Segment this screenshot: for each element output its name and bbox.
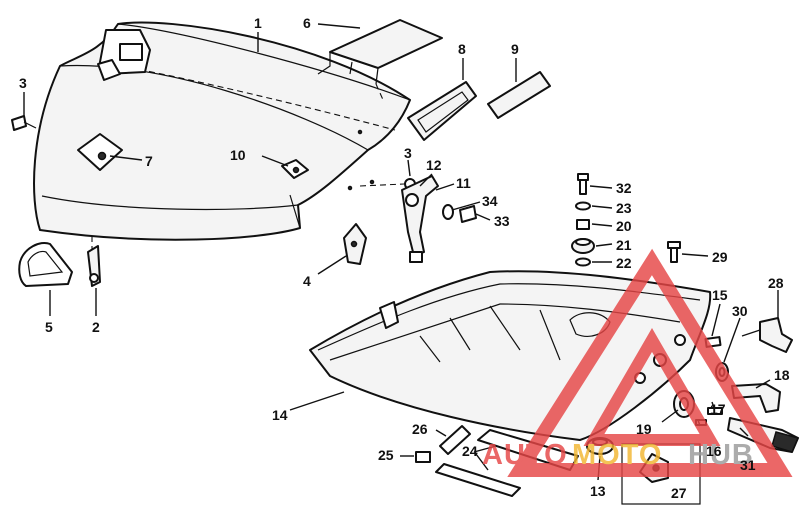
callout-12: 12 [426,157,442,173]
callout-16: 16 [706,443,722,459]
callout-13: 13 [590,483,606,499]
fitting-28-part [741,317,793,353]
latch-arm-part [401,175,439,263]
watermark-text-hub: HUB [688,439,754,471]
screw-3a-part [11,115,37,131]
callout-29: 29 [712,249,728,265]
plug-25-part [415,451,431,463]
callout-11: 11 [456,175,471,191]
washer-23-part [575,201,591,211]
callout-15: 15 [712,287,728,303]
callout-8: 8 [458,41,466,57]
rod-24b-part [435,463,521,497]
rod-26-part [439,425,471,455]
callout-labels: 1 2 3 3 4 5 6 7 8 9 10 11 12 13 14 15 16… [19,15,790,501]
screw-29-part [667,241,681,263]
callout-23: 23 [616,200,632,216]
watermark-inner-triangle-icon [583,328,721,446]
callout-4: 4 [303,273,311,289]
callout-25: 25 [378,447,394,463]
watermark-logo: AUTO MOTO HUB [482,248,793,477]
top-panel-part [317,19,443,103]
callout-22: 22 [616,255,632,271]
grommet-21-part [571,238,595,254]
callout-14: 14 [272,407,288,423]
callout-18: 18 [774,367,790,383]
callout-33: 33 [494,213,510,229]
pin-17-part [707,407,723,415]
callout-17: 17 [710,401,726,417]
handle-loop-part [18,242,73,287]
callout-32: 32 [616,180,632,196]
callout-19: 19 [636,421,652,437]
callout-20: 20 [616,218,632,234]
engine-cover-part [33,21,411,241]
callout-3a: 3 [19,75,27,91]
callout-31: 31 [740,457,756,473]
callout-6: 6 [303,15,311,31]
callout-3b: 3 [404,145,412,161]
callout-2: 2 [92,319,100,335]
bolt-32-part [577,173,589,195]
bushing-20-part [576,219,590,230]
watermark-text-auto: AUTO [482,439,568,471]
callout-1: 1 [254,15,262,31]
callout-9: 9 [511,41,519,57]
callout-21: 21 [616,237,632,253]
callout-27: 27 [671,485,687,501]
callout-10: 10 [230,147,246,163]
callout-5: 5 [45,319,53,335]
callout-26: 26 [412,421,428,437]
lower-pan-part [309,270,712,441]
callout-34: 34 [482,193,498,209]
leader-lines [23,23,779,481]
seal-frame-part [407,81,477,141]
grille-strip-part [487,71,551,119]
watermark-text-moto: MOTO [572,439,662,471]
callout-24: 24 [462,443,478,459]
callout-7: 7 [145,153,153,169]
bracket-2-part [87,236,101,287]
callout-28: 28 [768,275,784,291]
clip-4-part [343,223,367,265]
washer-22-part [575,257,591,267]
watermark-triangle-icon [507,248,793,477]
callout-30: 30 [732,303,748,319]
washer-34-part [442,204,454,220]
bolt-33-part [459,205,477,223]
